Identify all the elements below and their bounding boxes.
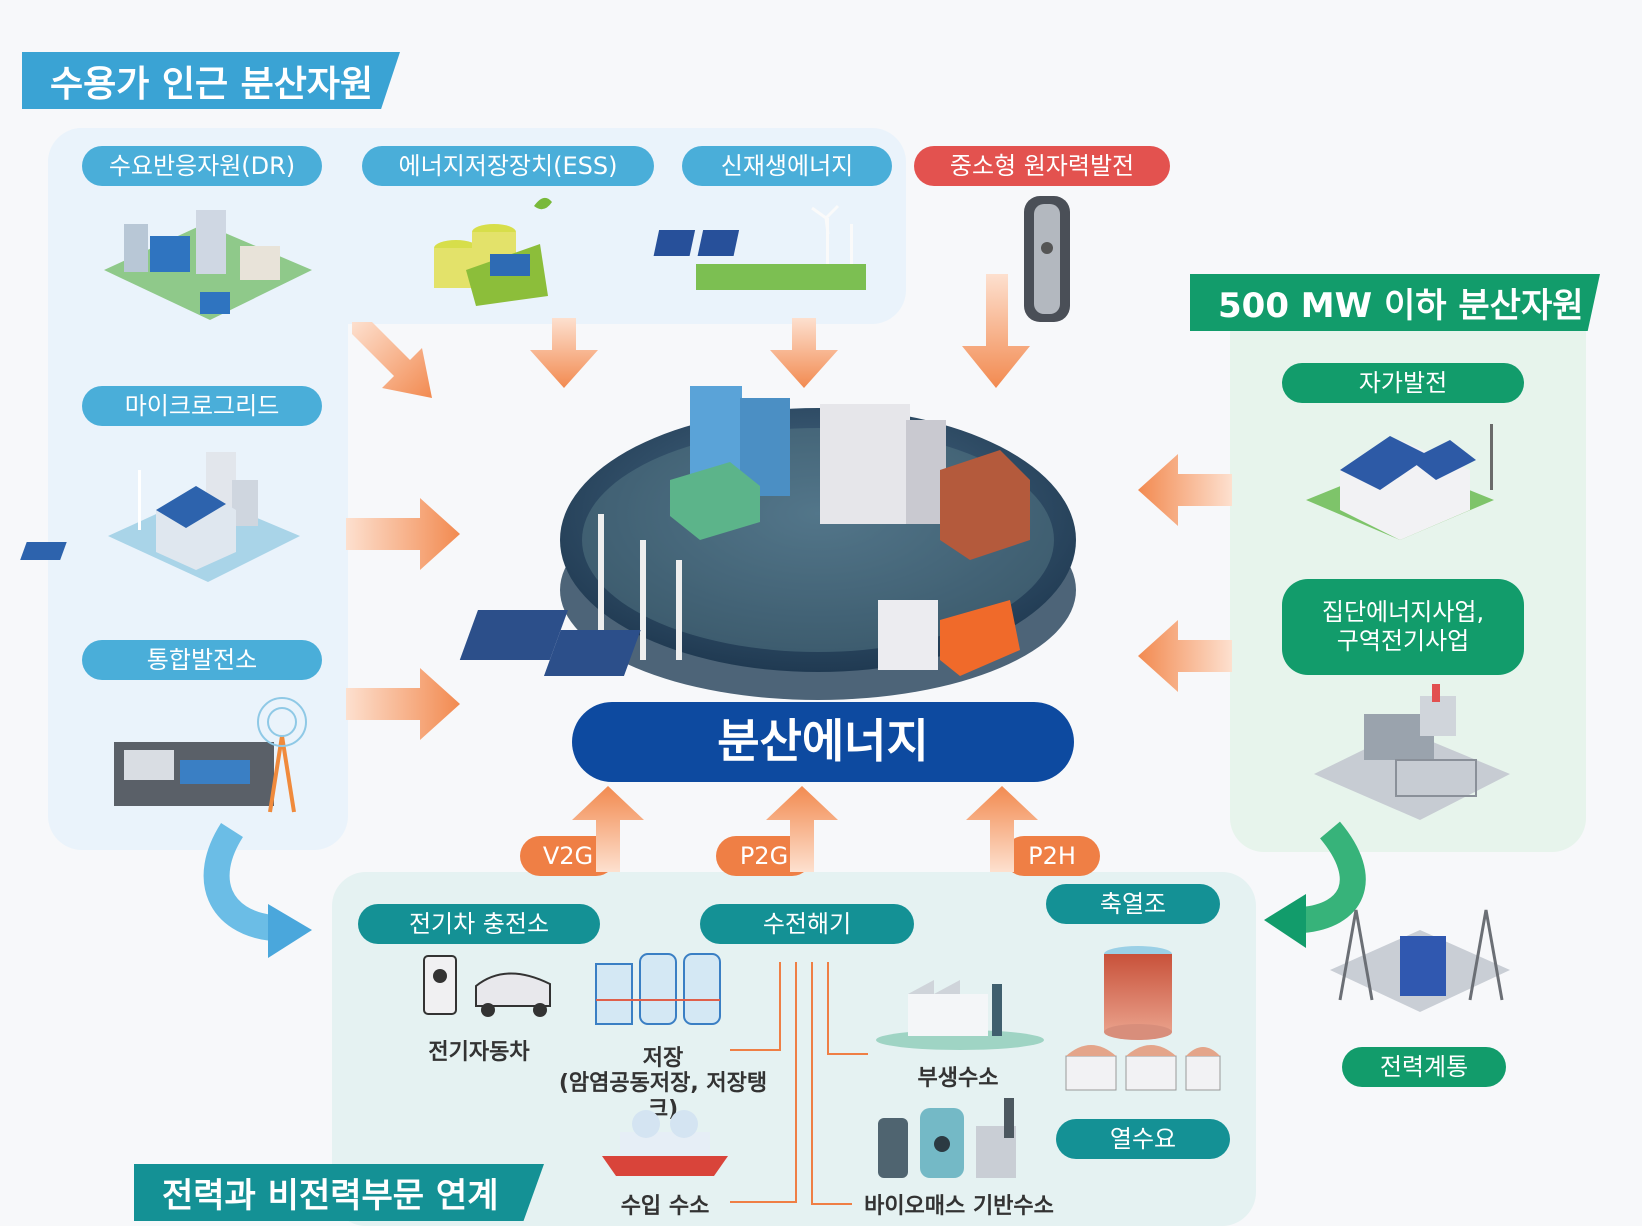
heat-demand-buildings-icon bbox=[1065, 1045, 1221, 1091]
import-hydrogen-ship-icon bbox=[602, 1110, 728, 1176]
heat-demand-label: 열수요 bbox=[1056, 1119, 1230, 1159]
ev-caption: 전기자동차 bbox=[428, 1040, 530, 1065]
storage-caption-line1: 저장 bbox=[642, 1046, 684, 1071]
arrow-p2g bbox=[766, 786, 838, 872]
arrow-v2g bbox=[572, 786, 644, 872]
ev-charging-label: 전기차 충전소 bbox=[358, 904, 600, 944]
curved-arrow-green bbox=[1264, 821, 1366, 948]
vpp-label: 통합발전소 bbox=[82, 640, 322, 680]
vpp-icon bbox=[114, 697, 307, 813]
biomass-hydrogen-caption: 바이오매스 기반수소 bbox=[864, 1194, 1054, 1219]
nuclear-label: 중소형 원자력발전 bbox=[914, 146, 1170, 186]
ev-charger-icon bbox=[423, 955, 551, 1017]
distributed-energy-city-illustration bbox=[459, 386, 1076, 700]
right-banner: 500 MW 이하 분산자원 bbox=[1190, 274, 1600, 331]
arrow-self-generation bbox=[1138, 454, 1232, 526]
ess-battery-icon bbox=[434, 197, 552, 306]
group-energy-line2: 구역전기사업 bbox=[1336, 627, 1470, 655]
group-energy-label: 집단에너지사업, 구역전기사업 bbox=[1282, 579, 1524, 675]
electrolysis-label: 수전해기 bbox=[700, 904, 914, 944]
group-energy-line1: 집단에너지사업, bbox=[1321, 598, 1485, 627]
self-generation-label: 자가발전 bbox=[1282, 363, 1524, 403]
bottom-banner: 전력과 비전력부문 연계 bbox=[134, 1164, 544, 1221]
heat-storage-tank-icon bbox=[1104, 946, 1172, 1040]
storage-caption-line2: (암염공동저장, 저장탱크) bbox=[558, 1071, 768, 1122]
center-title: 분산에너지 bbox=[572, 702, 1074, 782]
power-grid-label: 전력계통 bbox=[1342, 1047, 1506, 1087]
p2h-label: P2H bbox=[1004, 836, 1100, 876]
arrow-vpp bbox=[346, 668, 460, 740]
arrow-microgrid bbox=[346, 498, 460, 570]
left-banner: 수용가 인근 분산자원 bbox=[22, 52, 400, 109]
ess-label: 에너지저장장치(ESS) bbox=[362, 146, 654, 186]
arrow-p2h bbox=[966, 786, 1038, 872]
smr-reactor-icon bbox=[1024, 196, 1070, 322]
heat-storage-label: 축열조 bbox=[1046, 884, 1220, 924]
storage-caption: 저장 (암염공동저장, 저장탱크) bbox=[548, 1046, 778, 1122]
arrow-group-energy bbox=[1138, 620, 1232, 692]
curved-arrow-blue bbox=[203, 822, 312, 958]
group-energy-plant-icon bbox=[1314, 684, 1510, 820]
arrow-nuclear bbox=[962, 274, 1030, 388]
microgrid-label: 마이크로그리드 bbox=[82, 386, 322, 426]
hydrogen-storage-icon bbox=[595, 953, 721, 1025]
dr-label: 수요반응자원(DR) bbox=[82, 146, 322, 186]
import-hydrogen-caption: 수입 수소 bbox=[620, 1194, 710, 1219]
solar-wind-icon bbox=[653, 204, 866, 290]
arrow-dr bbox=[352, 322, 432, 398]
biomass-hydrogen-plant-icon bbox=[878, 1098, 1016, 1178]
arrow-renewable bbox=[770, 318, 838, 388]
dr-city-icon bbox=[104, 210, 312, 320]
self-generation-house-icon bbox=[1306, 424, 1494, 540]
arrow-ess bbox=[530, 318, 598, 388]
renewable-label: 신재생에너지 bbox=[682, 146, 892, 186]
byproduct-hydrogen-factory-icon bbox=[876, 980, 1044, 1050]
byproduct-hydrogen-caption: 부생수소 bbox=[917, 1066, 999, 1091]
microgrid-icon bbox=[20, 452, 300, 582]
power-grid-substation-icon bbox=[1330, 909, 1510, 1012]
electrolysis-connection-lines bbox=[730, 962, 868, 1205]
